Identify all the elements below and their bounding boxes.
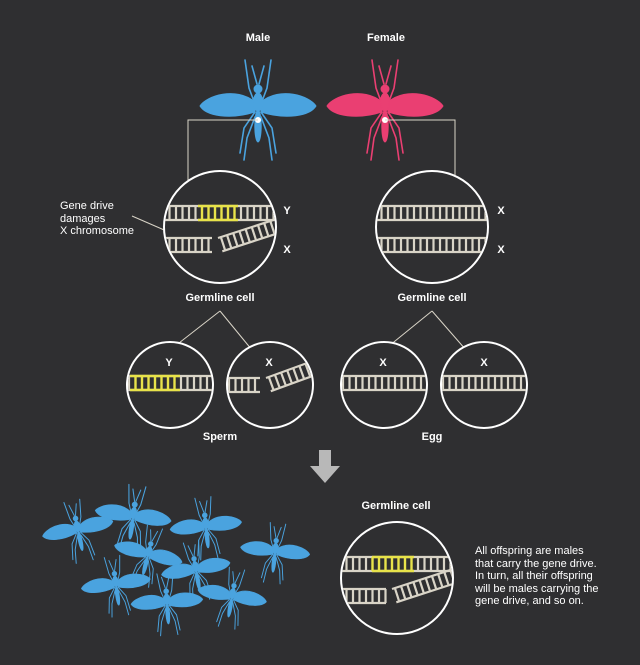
offspring-germline-dna [342, 555, 452, 605]
egg-x-dna-1 [342, 374, 426, 392]
sperm-x-circle [226, 341, 314, 429]
female-germline-circle [375, 170, 489, 284]
sperm-x-dna [228, 358, 312, 394]
arrow-down-icon [310, 450, 340, 483]
offspring-mosquito-icon [166, 493, 246, 564]
female-bottom-chromosome-letter: X [497, 244, 505, 256]
female-germline-dna [377, 204, 487, 254]
offspring-note: All offspring are males that carry the g… [475, 545, 599, 607]
male-connector-line [187, 119, 258, 180]
egg-label: Egg [421, 431, 443, 443]
male-germline-circle [163, 170, 277, 284]
male-top-chromosome-letter: Y [283, 205, 291, 217]
sperm-y-letter: Y [165, 357, 173, 369]
egg-x-dna-2 [442, 374, 526, 392]
germline-male-label: Germline cell [185, 292, 255, 304]
female-top-chromosome-letter: X [497, 205, 505, 217]
male-mosquito-icon [199, 59, 317, 161]
egg-x-letter-1: X [379, 357, 387, 369]
egg-x-circle-2 [440, 341, 528, 429]
gene-drive-note: Gene drive damages X chromosome [60, 200, 134, 237]
sperm-y-dna [128, 374, 212, 392]
offspring-germline-circle [340, 521, 454, 635]
germline-female-label: Germline cell [397, 292, 467, 304]
egg-x-letter-2: X [480, 357, 488, 369]
sperm-label: Sperm [202, 431, 238, 443]
offspring-mosquito-icon [191, 562, 272, 635]
female-connector-line [385, 119, 456, 180]
egg-x-circle-1 [340, 341, 428, 429]
offspring-mosquito-icon [236, 519, 314, 588]
male-label: Male [245, 32, 271, 44]
sperm-x-letter: X [265, 357, 273, 369]
female-label: Female [367, 32, 405, 44]
sperm-y-circle [126, 341, 214, 429]
female-mosquito-icon [326, 59, 444, 161]
male-germline-dna [165, 204, 275, 254]
male-bottom-chromosome-letter: X [283, 244, 291, 256]
germline-offspring-label: Germline cell [361, 500, 431, 512]
